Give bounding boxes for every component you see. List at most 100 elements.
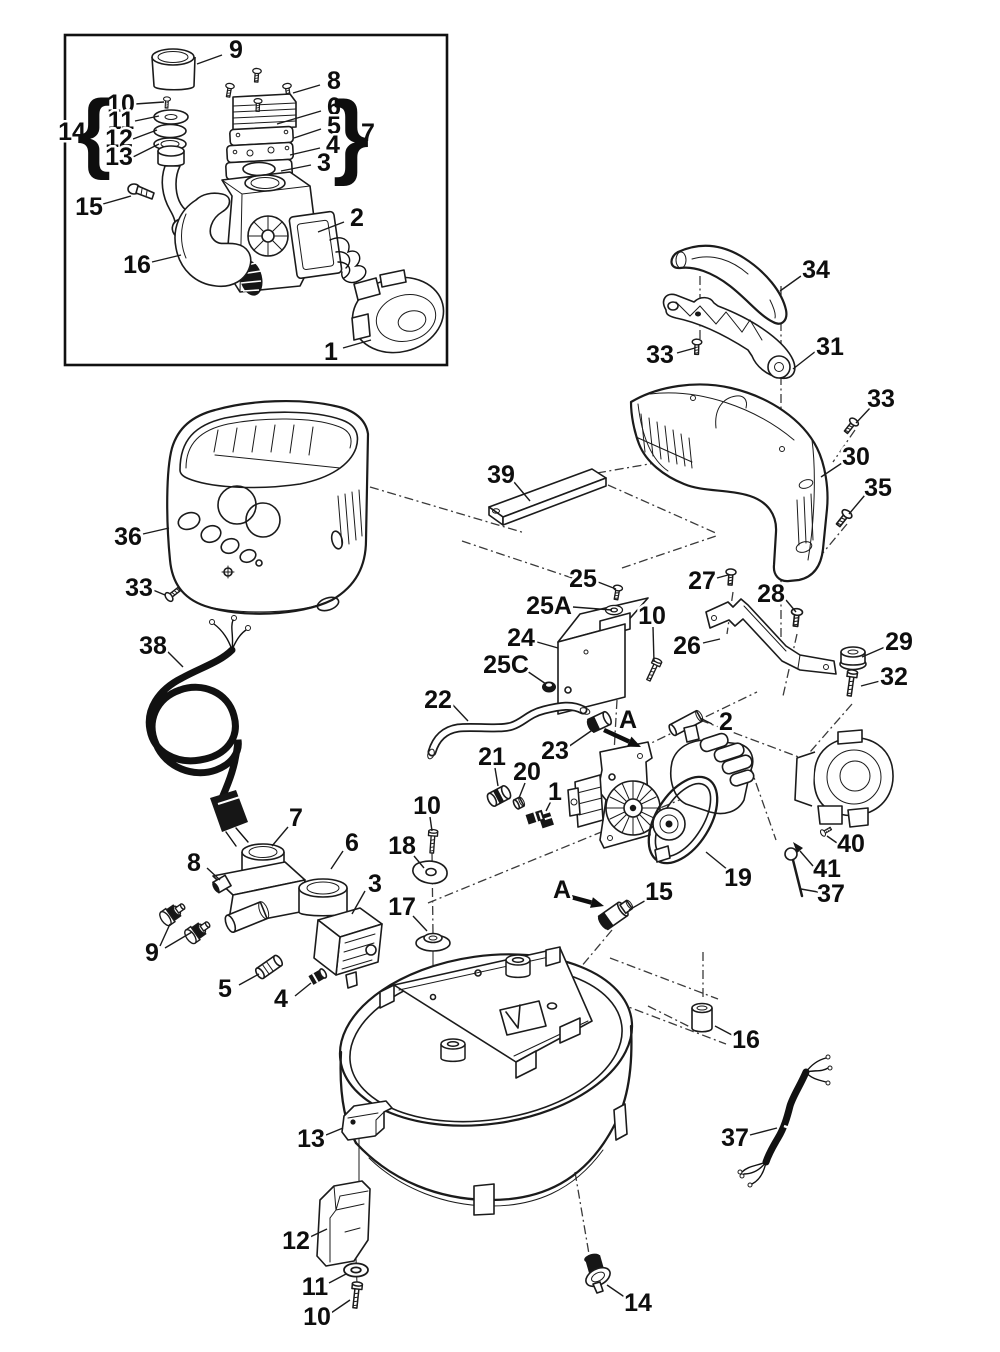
- leader-line: [861, 646, 886, 658]
- part-elbow-1: [525, 809, 554, 829]
- callout-38: 38: [139, 632, 167, 660]
- direction-arrow-head: [626, 736, 641, 747]
- part-left-cover-36: [166, 399, 370, 615]
- leader-line: [330, 1299, 351, 1314]
- callout-26: 26: [673, 632, 701, 660]
- leader-line: [132, 129, 158, 140]
- callout-1: 1: [548, 778, 562, 806]
- leader-line: [702, 638, 721, 644]
- leader-line: [151, 254, 182, 263]
- leader-line: [238, 973, 260, 986]
- leader-line: [271, 826, 289, 847]
- leader-line: [855, 406, 872, 424]
- leader-line: [102, 195, 132, 205]
- leader-line: [142, 527, 170, 535]
- part-bracket-24: [557, 597, 649, 715]
- callout-6: 6: [327, 93, 341, 121]
- leader-line: [294, 982, 312, 997]
- leader-line: [628, 898, 649, 911]
- part-grommet-17: [415, 932, 451, 952]
- callout-12: 12: [282, 1227, 310, 1255]
- leader-line: [309, 1228, 328, 1238]
- part-screw-40: [818, 824, 834, 838]
- brace-glyph: }: [333, 82, 370, 187]
- pump-pulley: [652, 807, 686, 841]
- part-washer-18: [412, 860, 448, 885]
- leader-line: [860, 680, 881, 687]
- leader-line: [799, 850, 814, 867]
- callout-1: 1: [324, 338, 338, 366]
- tank-port: [440, 1038, 466, 1063]
- callout-4: 4: [326, 131, 340, 159]
- part-screw-35: [833, 507, 855, 530]
- leader-line: [792, 350, 817, 370]
- leader-line: [597, 581, 617, 590]
- callout-13: 13: [297, 1125, 325, 1153]
- leader-line: [848, 494, 866, 515]
- leader-line: [716, 574, 729, 579]
- callout-3: 3: [368, 870, 382, 898]
- direction-arrow-shaft: [570, 894, 593, 905]
- leader-line: [705, 851, 729, 871]
- part-coupler-9b: [181, 916, 215, 947]
- leader-line: [536, 641, 559, 649]
- part-wire-harness-37: [737, 1054, 833, 1188]
- callout-23: 23: [541, 737, 569, 765]
- part-screw-25: [610, 583, 624, 601]
- callout-29: 29: [885, 628, 913, 656]
- part-screw-32: [843, 668, 859, 698]
- leader-line: [826, 835, 838, 844]
- direction-arrow-head: [590, 897, 604, 908]
- leader-line: [132, 143, 160, 158]
- part-drain-valve-14: [584, 1253, 611, 1294]
- callout-10: 10: [638, 602, 666, 630]
- callout-16: 16: [732, 1026, 760, 1054]
- part-fitting-5: [254, 954, 284, 980]
- callout-11: 11: [302, 1273, 329, 1301]
- callout-33: 33: [646, 341, 674, 369]
- leader-line: [325, 1127, 344, 1136]
- leader-line: [652, 626, 655, 663]
- part-regulator-3: [313, 907, 383, 989]
- callout-5: 5: [218, 975, 232, 1003]
- callout-6: 6: [345, 829, 359, 857]
- callout-25: 25: [569, 565, 597, 593]
- part-rod-37: [784, 847, 804, 898]
- callout-37: 37: [721, 1124, 749, 1152]
- leader-line: [513, 481, 531, 502]
- leader-line: [134, 101, 165, 105]
- part-gauge-6: [298, 878, 348, 917]
- leader-line: [196, 54, 223, 65]
- callout-20: 20: [513, 758, 541, 786]
- part-foot-12: [316, 1180, 371, 1267]
- callout-4: 4: [274, 985, 288, 1013]
- part-pump-assembly-19: [567, 724, 755, 865]
- leader-line: [330, 850, 344, 870]
- part-washer-11: [343, 1262, 369, 1278]
- callout-31: 31: [816, 333, 844, 361]
- leader-line: [351, 890, 366, 915]
- part-handle-34: [670, 244, 788, 325]
- callout-37: 37: [817, 880, 845, 908]
- callout-36: 36: [114, 523, 142, 551]
- part-fitting-4: [308, 968, 328, 985]
- leader-line: [328, 1273, 347, 1284]
- callout-18: 18: [388, 832, 416, 860]
- part-mounting-plate: [379, 946, 593, 1079]
- callout-33: 33: [867, 385, 895, 413]
- callout-14: 14: [624, 1289, 652, 1317]
- callout-33: 33: [125, 574, 153, 602]
- part-screw-33-handle: [691, 338, 703, 356]
- leader-line: [206, 867, 221, 881]
- part-fitting-21: [486, 785, 512, 807]
- part-manifold-8: [212, 861, 306, 934]
- callout-12: 12: [105, 125, 133, 153]
- callout-11: 11: [108, 107, 135, 135]
- callout-5: 5: [327, 112, 341, 140]
- part-motor-end-cap: [794, 729, 894, 828]
- direction-arrow-shaft: [603, 727, 631, 744]
- leader-line: [572, 606, 613, 611]
- part-check-valve-15: [597, 899, 634, 931]
- leader-line: [413, 855, 425, 869]
- callout-13: 13: [105, 143, 133, 171]
